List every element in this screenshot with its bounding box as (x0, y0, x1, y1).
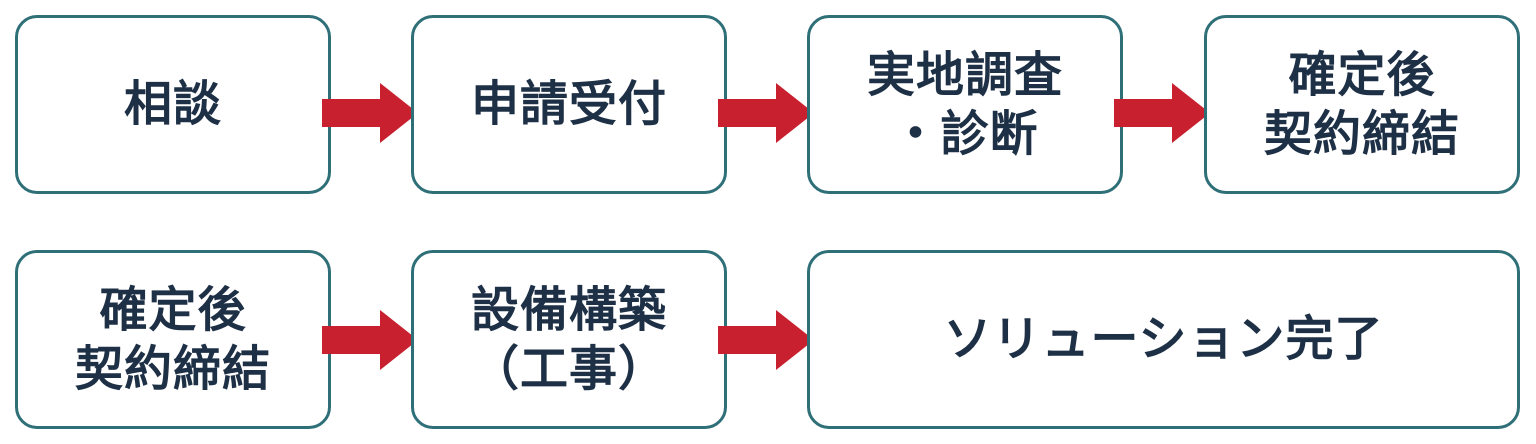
step-label: 確定後 契約締結 (74, 281, 271, 397)
step-label: 実地調査 ・診断 (866, 46, 1063, 162)
step-label: ソリューション完了 (943, 311, 1384, 368)
arrow-right-icon (322, 310, 418, 370)
step-construction: 設備構築 （工事） (411, 250, 727, 429)
step-label: 相談 (123, 76, 222, 133)
step-application: 申請受付 (411, 15, 727, 194)
arrow-right-icon (718, 83, 814, 143)
arrow-right-icon (322, 83, 418, 143)
step-label: 確定後 契約締結 (1263, 46, 1460, 162)
step-label: 申請受付 (470, 76, 667, 133)
step-contract: 確定後 契約締結 (15, 250, 331, 429)
step-label: 設備構築 （工事） (470, 281, 667, 397)
step-solution-complete: ソリューション完了 (807, 250, 1520, 429)
arrow-right-icon (718, 310, 814, 370)
arrow-right-icon (1114, 83, 1210, 143)
step-consultation: 相談 (15, 15, 331, 194)
step-contract: 確定後 契約締結 (1204, 15, 1520, 194)
step-survey-diagnosis: 実地調査 ・診断 (807, 15, 1123, 194)
